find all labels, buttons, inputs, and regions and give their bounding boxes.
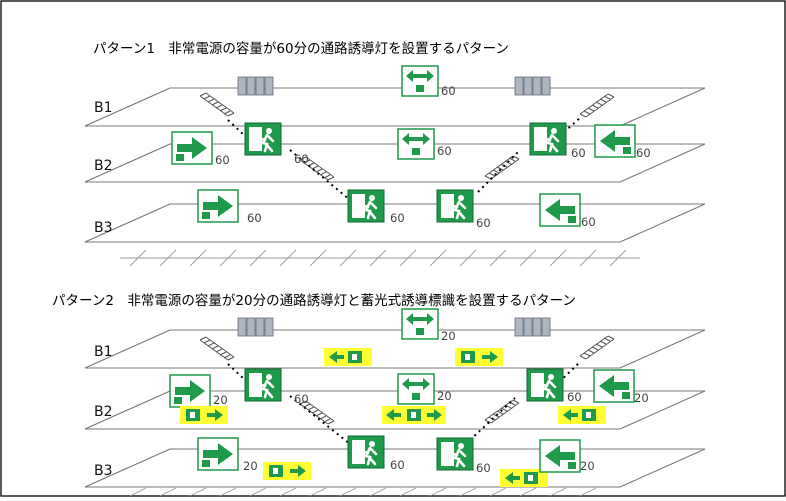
p2-storage-sign-b2-right (180, 406, 228, 424)
p2-b2-capacity-2: 60 (294, 392, 309, 406)
p2-b2-capacity-1: 20 (213, 393, 228, 407)
p1-floor-label-b1: B1 (94, 100, 113, 116)
p2-b1-capacity: 20 (441, 329, 456, 343)
p2-b3-capacity-3: 60 (476, 461, 491, 475)
p2-b3-capacity-2: 60 (390, 458, 405, 472)
p1-sign-b2-right-arrow (171, 131, 213, 165)
p1-exit-sign-b3-left (346, 188, 386, 224)
p2-floor-label-b3: B3 (94, 463, 113, 479)
p2-floor-label-b2: B2 (94, 404, 113, 420)
p2-sign-b3-right-arrow (197, 437, 239, 471)
p1-sign-b3-left-arrow (539, 193, 581, 227)
p2-storage-sign-b1-right (455, 348, 503, 366)
p2-b2-capacity-3: 20 (437, 389, 452, 403)
p2-sign-b3-left-arrow (539, 439, 581, 473)
p2-b3-capacity-4: 20 (580, 459, 595, 473)
p1-sign-b2-left-arrow (594, 124, 636, 158)
p2-storage-sign-b1-left (324, 348, 372, 366)
p1-b2-capacity-4: 60 (571, 146, 586, 160)
p2-storage-sign-b3-right (263, 462, 311, 480)
floor-plate-b1 (84, 87, 706, 127)
p2-sign-b1-double-arrow (401, 308, 439, 340)
p2-sign-b2-right-arrow (169, 374, 211, 408)
p2-exit-sign-b3-left (346, 434, 386, 470)
p1-b3-capacity-2: 60 (390, 211, 405, 225)
p1-b2-capacity-5: 60 (636, 146, 651, 160)
p1-b1-capacity: 60 (441, 84, 456, 98)
ground-hatch (120, 249, 640, 267)
p2-floor-plate-b1 (84, 329, 706, 369)
p2-floor-label-b1: B1 (94, 344, 113, 360)
p1-exit-sign-b2-left (243, 121, 283, 157)
p2-sign-b2-double-arrow (397, 373, 435, 405)
p2-exit-sign-b3-right (435, 436, 475, 472)
p2-b2-capacity-5: 20 (634, 391, 649, 405)
p1-floor-label-b3: B3 (94, 220, 113, 236)
p1-b2-capacity-1: 60 (215, 153, 230, 167)
pattern2-title: パターン2 非常電源の容量が20分の通路誘導灯と蓄光式誘導標識を設置するパターン (52, 292, 576, 309)
p1-b3-capacity-1: 60 (247, 211, 262, 225)
p1-b3-capacity-3: 60 (476, 216, 491, 230)
p1-b3-capacity-4: 60 (581, 215, 596, 229)
p2-b3-capacity-1: 20 (243, 459, 258, 473)
p2-ground-hatch (129, 487, 597, 497)
p1-sign-b3-right-arrow (197, 189, 239, 223)
p1-floor-label-b2: B2 (94, 158, 113, 174)
p2-exit-sign-b2-left (243, 367, 283, 403)
p2-storage-sign-b2-left (558, 406, 606, 424)
p1-b2-capacity-2: 60 (294, 152, 309, 166)
p1-exit-sign-b2-right (528, 121, 568, 157)
p1-sign-b2-double-arrow (397, 128, 435, 160)
pattern1-title: パターン1 非常電源の容量が60分の通路誘導灯を設置するパターン (93, 40, 509, 57)
p1-exit-sign-b3-right (435, 188, 475, 224)
p1-sign-b1-double-arrow (401, 65, 439, 97)
p1-b2-capacity-3: 60 (437, 144, 452, 158)
p2-storage-sign-b2-double (382, 406, 446, 424)
p2-exit-sign-b2-right (525, 367, 565, 403)
p2-sign-b2-left-arrow (593, 369, 635, 403)
p2-b2-capacity-4: 60 (567, 390, 582, 404)
